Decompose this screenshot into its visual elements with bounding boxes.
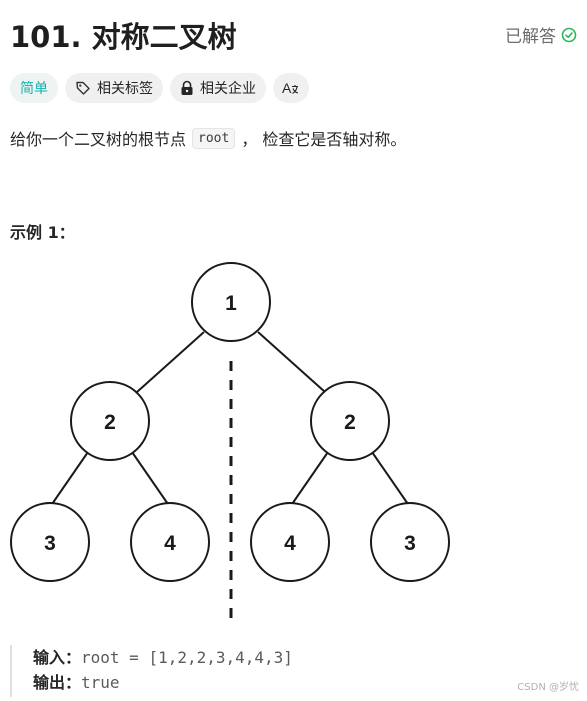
tree-node xyxy=(250,502,330,582)
symmetric-tree-illustration: 1 2 2 3 4 4 3 xyxy=(10,262,450,623)
edge xyxy=(289,451,329,508)
edge xyxy=(136,331,205,393)
solved-status: 已解答 xyxy=(505,22,577,47)
tree-node xyxy=(191,262,271,342)
translate-button[interactable]: A xyxy=(273,73,309,103)
node-label: 3 xyxy=(404,532,416,555)
edge xyxy=(257,331,326,393)
tag-icon xyxy=(75,80,91,96)
node-label: 3 xyxy=(44,532,56,555)
node-label: 4 xyxy=(164,532,176,555)
related-tags-label: 相关标签 xyxy=(97,81,153,97)
difficulty-label: 简单 xyxy=(20,81,48,97)
solved-label: 已解答 xyxy=(505,27,556,47)
tree-node xyxy=(70,381,150,461)
node-label: 2 xyxy=(344,411,356,434)
example-output-line: 输出：true xyxy=(33,670,410,695)
example-title: 示例 1： xyxy=(10,223,75,242)
related-companies-label: 相关企业 xyxy=(200,81,256,97)
tree-node xyxy=(130,502,210,582)
watermark: CSDN @岁忧 xyxy=(517,682,579,693)
description-text-before: 给你一个二叉树的根节点 xyxy=(10,130,187,149)
translate-icon: A xyxy=(282,80,300,96)
edge xyxy=(371,451,411,508)
lock-icon xyxy=(180,80,194,96)
related-companies-button[interactable]: 相关企业 xyxy=(170,73,266,103)
tree-node xyxy=(10,502,90,582)
example-io-block: 输入：root = [1,2,2,3,4,4,3] 输出：true xyxy=(10,645,410,697)
output-value: true xyxy=(81,673,120,692)
node-label: 2 xyxy=(104,411,116,434)
edge xyxy=(131,451,171,508)
difficulty-badge[interactable]: 简单 xyxy=(10,73,58,103)
check-circle-icon xyxy=(561,27,577,43)
edge xyxy=(49,451,89,508)
tree-node xyxy=(310,381,390,461)
input-value: root = [1,2,2,3,4,4,3] xyxy=(81,648,293,667)
node-label: 4 xyxy=(284,532,296,555)
description-text-after: ， 检查它是否轴对称。 xyxy=(241,130,407,149)
tree-node xyxy=(370,502,450,582)
output-label: 输出： xyxy=(33,673,82,692)
svg-text:A: A xyxy=(282,80,292,96)
example-input-line: 输入：root = [1,2,2,3,4,4,3] xyxy=(33,645,410,670)
input-label: 输入： xyxy=(33,648,82,667)
node-label: 1 xyxy=(225,292,237,315)
related-tags-button[interactable]: 相关标签 xyxy=(65,73,163,103)
problem-title: 101. 对称二叉树 xyxy=(10,20,237,54)
inline-code-root: root xyxy=(192,127,236,149)
problem-description: 给你一个二叉树的根节点 root ， 检查它是否轴对称。 xyxy=(10,126,406,150)
tag-bar: 简单 相关标签 相关企业 A xyxy=(10,73,309,103)
